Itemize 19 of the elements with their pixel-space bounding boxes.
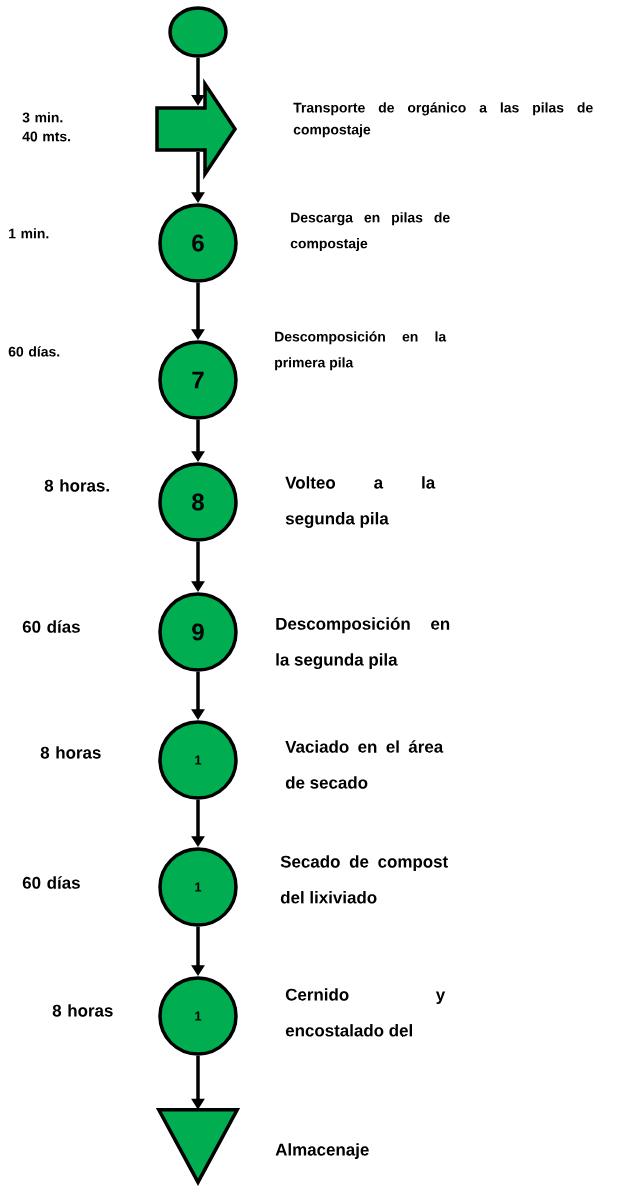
transport-symbol (155, 78, 238, 180)
duration-label: 8 horas. (44, 479, 109, 492)
step-description: Vaciado en el área de secado (285, 740, 444, 789)
step-description: Almacenaje (275, 1143, 369, 1159)
duration-label: 8 horas (52, 1004, 113, 1017)
duration-label: 1 min. (9, 228, 49, 239)
step-description: Secado de compost del lixiviado (280, 855, 448, 904)
step-description: Transporte de orgánico a las pilas de compostaje (293, 102, 593, 138)
duration-label: 8 horas (40, 746, 101, 759)
duration-label: 60 días (22, 876, 80, 889)
duration-label: 60 días. (8, 346, 60, 357)
duration-label: 60 días (22, 620, 80, 633)
step-description: Descomposición en la primera pila (275, 331, 447, 371)
step-description: Descarga en pilas de compostaje (290, 212, 450, 252)
step-description: Cernido y encostalado del (285, 988, 446, 1037)
step-description: Volteo a la segunda pila (285, 476, 436, 528)
ellipse (168, 6, 228, 58)
duration-label: 3 min. 40 mts. (22, 112, 71, 142)
step-description: Descomposición en la segunda pila (276, 617, 450, 670)
